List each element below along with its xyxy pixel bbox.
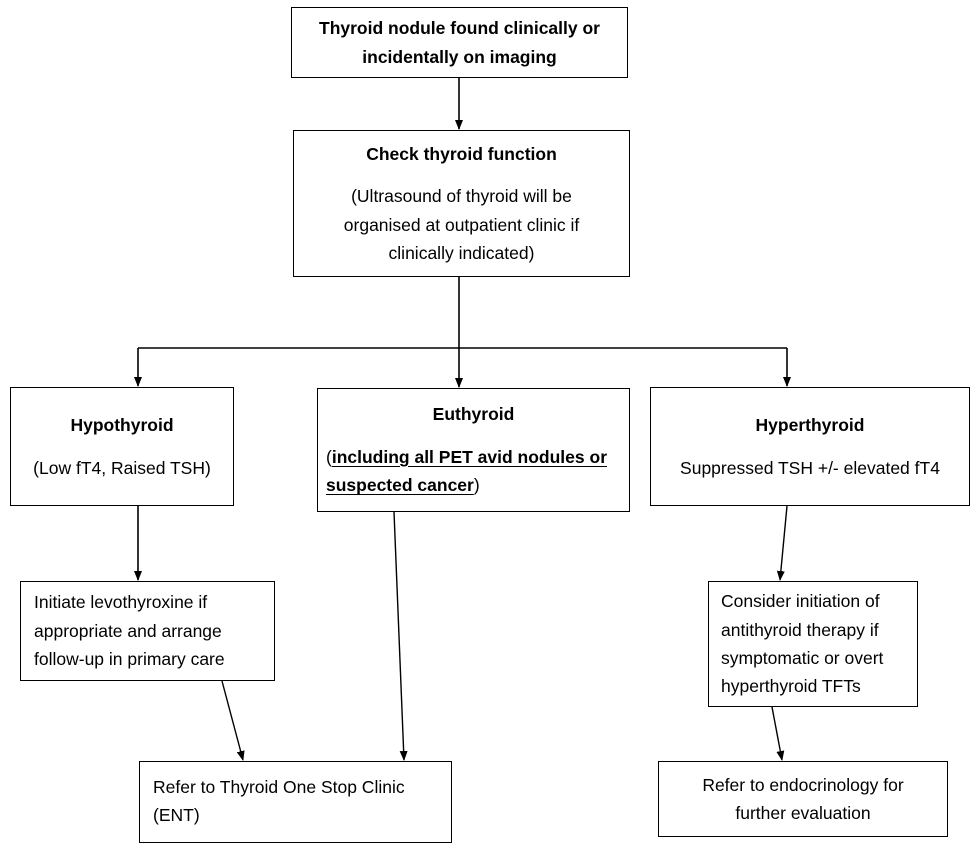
euthyroid-emphasis-text-2: suspected cancer bbox=[326, 475, 474, 496]
node-hypothyroid[interactable]: Hypothyroid (Low fT4, Raised TSH) bbox=[10, 387, 234, 506]
connector-hyperthyroid-to-antithyroid bbox=[776, 505, 788, 581]
connector-euthyroid-to-one-stop-clinic bbox=[393, 511, 408, 761]
spacer bbox=[21, 440, 223, 454]
endocrinology-line-1: Refer to endocrinology for bbox=[702, 774, 904, 795]
levothyroxine-line-1: Initiate levothyroxine if bbox=[34, 592, 208, 613]
start-line-2: incidentally on imaging bbox=[362, 46, 557, 67]
hypothyroid-heading: Hypothyroid bbox=[70, 415, 174, 436]
spacer bbox=[661, 440, 959, 454]
euthyroid-close-paren: ) bbox=[473, 475, 480, 496]
antithyroid-line-2: antithyroid therapy if bbox=[721, 619, 879, 640]
euthyroid-emphasis-line-2: suspected cancer) bbox=[326, 471, 621, 499]
check-heading: Check thyroid function bbox=[366, 143, 557, 164]
euthyroid-emphasis-line-1: (including all PET avid nodules or bbox=[326, 443, 621, 471]
check-line-1: (Ultrasound of thyroid will be bbox=[351, 186, 572, 207]
connector-antithyroid-to-endocrinology bbox=[771, 706, 785, 761]
start-line-1: Thyroid nodule found clinically or bbox=[319, 18, 600, 39]
levothyroxine-line-3: follow-up in primary care bbox=[34, 649, 225, 670]
node-refer-thyroid-one-stop-clinic[interactable]: Refer to Thyroid One Stop Clinic (ENT) bbox=[139, 761, 452, 843]
spacer bbox=[326, 429, 621, 443]
connector-levothyroxine-to-one-stop-clinic bbox=[221, 680, 245, 761]
node-consider-antithyroid-therapy[interactable]: Consider initiation of antithyroid thera… bbox=[708, 581, 918, 707]
node-thyroid-nodule-found[interactable]: Thyroid nodule found clinically or incid… bbox=[291, 7, 628, 78]
check-line-2: organised at outpatient clinic if bbox=[343, 214, 580, 235]
one-stop-clinic-line-1: Refer to Thyroid One Stop Clinic bbox=[153, 777, 405, 797]
euthyroid-emphasis-text-1: including all PET avid nodules or bbox=[331, 446, 608, 467]
spacer bbox=[304, 168, 619, 182]
antithyroid-line-3: symptomatic or overt bbox=[721, 648, 884, 668]
node-refer-endocrinology[interactable]: Refer to endocrinology for further evalu… bbox=[658, 761, 948, 837]
antithyroid-line-1: Consider initiation of bbox=[721, 591, 880, 612]
node-euthyroid[interactable]: Euthyroid (including all PET avid nodule… bbox=[317, 388, 630, 512]
node-check-thyroid-function[interactable]: Check thyroid function (Ultrasound of th… bbox=[293, 130, 630, 277]
euthyroid-open-paren: ( bbox=[326, 446, 332, 467]
endocrinology-line-2: further evaluation bbox=[735, 803, 871, 823]
hypothyroid-line-1: (Low fT4, Raised TSH) bbox=[33, 457, 211, 478]
node-hyperthyroid[interactable]: Hyperthyroid Suppressed TSH +/- elevated… bbox=[650, 387, 970, 506]
antithyroid-line-4: hyperthyroid TFTs bbox=[721, 676, 861, 697]
check-line-3: clinically indicated) bbox=[388, 242, 535, 263]
levothyroxine-line-2: appropriate and arrange bbox=[34, 620, 222, 641]
euthyroid-heading: Euthyroid bbox=[432, 404, 515, 425]
hyperthyroid-line-1: Suppressed TSH +/- elevated fT4 bbox=[680, 457, 940, 478]
node-initiate-levothyroxine[interactable]: Initiate levothyroxine if appropriate an… bbox=[20, 581, 275, 681]
hyperthyroid-heading: Hyperthyroid bbox=[755, 415, 865, 436]
one-stop-clinic-line-2: (ENT) bbox=[153, 805, 200, 826]
